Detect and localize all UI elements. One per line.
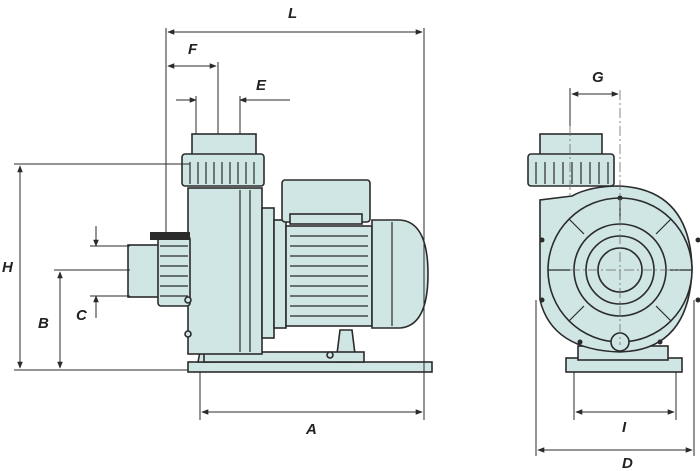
dimension-labels: L F E H B C A G I D	[2, 5, 633, 471]
label-F: F	[188, 41, 198, 58]
label-L: L	[288, 5, 297, 22]
side-adapter	[273, 219, 287, 329]
side-bolt	[326, 351, 334, 359]
side-suction-thread	[150, 232, 190, 240]
side-top-union-nut	[181, 153, 265, 187]
label-D: D	[622, 455, 633, 471]
side-base-rail	[203, 351, 365, 363]
label-E: E	[256, 77, 267, 94]
front-top-pipe	[539, 133, 603, 157]
label-H: H	[2, 259, 14, 276]
side-top-pipe	[191, 133, 257, 157]
side-fan-cover	[371, 219, 429, 329]
label-B: B	[38, 315, 49, 332]
label-A: A	[305, 421, 317, 438]
front-view	[527, 90, 700, 373]
side-view	[127, 133, 433, 373]
label-G: G	[592, 69, 604, 86]
side-base-plate	[187, 361, 433, 373]
dimension-lines	[14, 28, 695, 456]
side-terminal-box-base	[289, 213, 363, 225]
front-top-union-nut	[527, 153, 615, 187]
side-suction-pipe	[127, 244, 163, 298]
side-pump-housing	[187, 187, 263, 355]
side-housing-flange	[261, 207, 275, 339]
label-I: I	[622, 419, 627, 436]
label-C: C	[76, 307, 88, 324]
